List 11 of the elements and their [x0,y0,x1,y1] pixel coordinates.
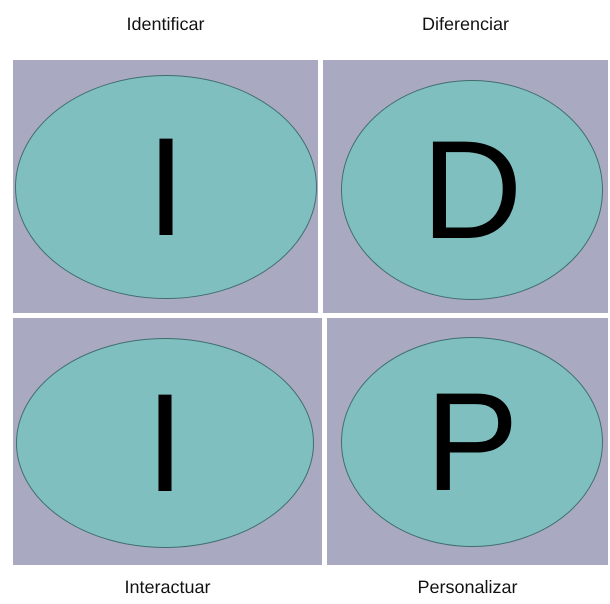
initial-letter: I [146,117,186,257]
quadrant-heading: Identificar [125,14,206,35]
initial-letter: I [146,373,184,513]
initial-letter: P [425,372,519,512]
initial-letter: D [421,120,523,260]
quadrant-heading: Personalizar [416,577,519,598]
quadrant-heading: Interactuar [123,577,212,598]
letter-ellipse [16,338,314,548]
letter-ellipse [341,80,603,300]
letter-ellipse [341,337,603,547]
quadrant-heading: Diferenciar [420,14,510,35]
